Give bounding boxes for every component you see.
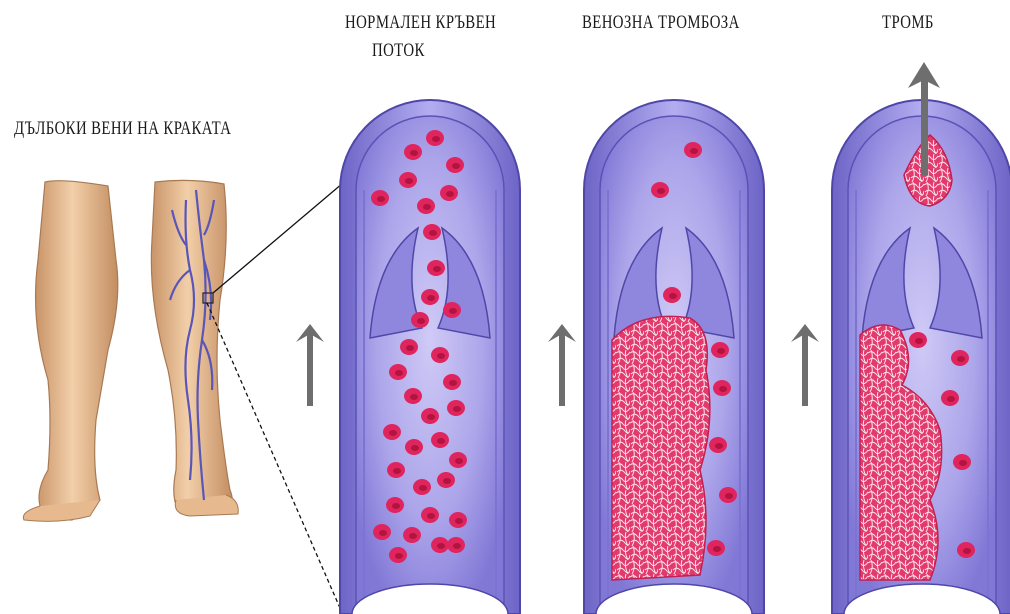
red-blood-cell bbox=[403, 527, 421, 543]
red-blood-cell bbox=[411, 312, 429, 328]
red-blood-cell bbox=[387, 462, 405, 478]
red-blood-cell bbox=[437, 472, 455, 488]
red-blood-cell bbox=[684, 142, 702, 158]
red-blood-cell bbox=[389, 547, 407, 563]
legs-deep-veins-label: ДЪЛБОКИ ВЕНИ НА КРАКАТА bbox=[14, 118, 231, 140]
normal-flow-label-line2: ПОТОК bbox=[372, 40, 425, 62]
thrombus-arrow-shaft bbox=[921, 80, 928, 175]
flow-arrow-up-3 bbox=[791, 324, 819, 406]
red-blood-cell bbox=[421, 289, 439, 305]
flow-arrow-up-1 bbox=[296, 324, 324, 406]
red-blood-cell bbox=[951, 350, 969, 366]
red-blood-cell bbox=[427, 260, 445, 276]
red-blood-cell bbox=[663, 287, 681, 303]
red-blood-cell bbox=[404, 388, 422, 404]
vessel-panel-venous-thrombosis bbox=[584, 100, 764, 614]
red-blood-cell bbox=[446, 157, 464, 173]
red-blood-cell bbox=[447, 537, 465, 553]
red-blood-cell bbox=[389, 364, 407, 380]
red-blood-cell bbox=[399, 172, 417, 188]
red-blood-cell bbox=[423, 224, 441, 240]
red-blood-cell bbox=[449, 512, 467, 528]
red-blood-cell bbox=[651, 182, 669, 198]
red-blood-cell bbox=[443, 302, 461, 318]
red-blood-cell bbox=[443, 374, 461, 390]
red-blood-cell bbox=[405, 439, 423, 455]
red-blood-cell bbox=[373, 524, 391, 540]
flow-arrow-up-2 bbox=[548, 324, 576, 406]
venous-thrombosis-label: ВЕНОЗНА ТРОМБОЗА bbox=[582, 12, 740, 34]
vessel-panel-normal-flow bbox=[340, 100, 520, 614]
red-blood-cell bbox=[909, 332, 927, 348]
red-blood-cell bbox=[383, 424, 401, 440]
red-blood-cell bbox=[711, 342, 729, 358]
vessel-panel-thrombus-detached bbox=[832, 62, 1010, 614]
red-blood-cell bbox=[417, 198, 435, 214]
thrombus-label: ТРОМБ bbox=[882, 12, 934, 34]
red-blood-cell bbox=[413, 479, 431, 495]
red-blood-cell bbox=[386, 497, 404, 513]
red-blood-cell bbox=[421, 507, 439, 523]
zoom-lines bbox=[207, 183, 343, 608]
blood-clot bbox=[612, 316, 710, 580]
red-blood-cell bbox=[953, 454, 971, 470]
red-blood-cell bbox=[421, 408, 439, 424]
red-blood-cell bbox=[426, 130, 444, 146]
red-blood-cell bbox=[941, 390, 959, 406]
red-blood-cell bbox=[440, 185, 458, 201]
legs-illustration bbox=[23, 180, 238, 521]
normal-flow-label-line1: НОРМАЛЕН КРЪВЕН bbox=[345, 12, 496, 34]
red-blood-cell bbox=[713, 380, 731, 396]
red-blood-cell bbox=[431, 347, 449, 363]
red-blood-cell bbox=[709, 437, 727, 453]
red-blood-cell bbox=[719, 487, 737, 503]
red-blood-cell bbox=[400, 339, 418, 355]
red-blood-cell bbox=[707, 540, 725, 556]
red-blood-cell bbox=[431, 537, 449, 553]
red-blood-cell bbox=[431, 432, 449, 448]
red-blood-cell bbox=[957, 542, 975, 558]
red-blood-cell bbox=[449, 452, 467, 468]
red-blood-cell bbox=[447, 400, 465, 416]
red-blood-cell bbox=[371, 190, 389, 206]
red-blood-cell bbox=[404, 144, 422, 160]
